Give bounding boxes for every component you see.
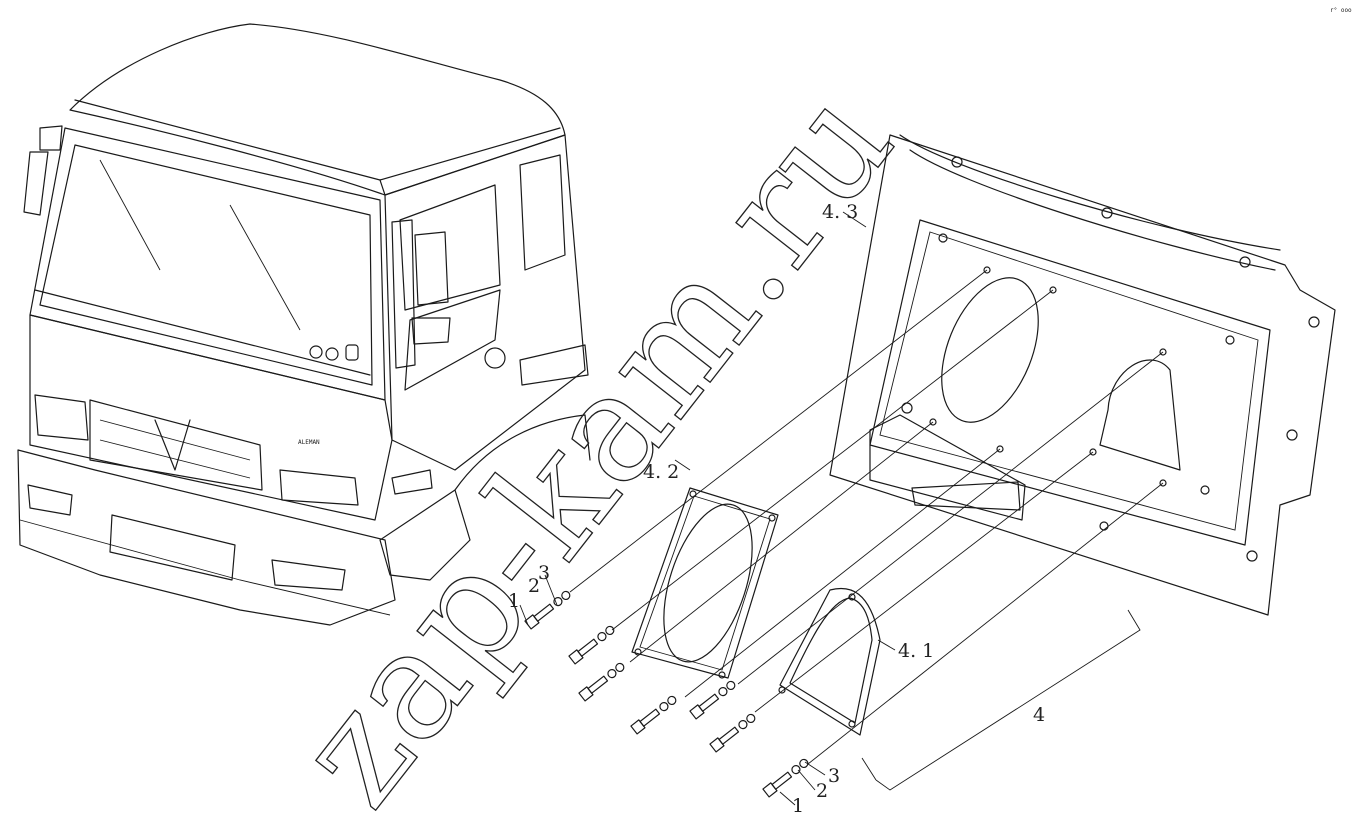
label-2-right: 2 <box>816 780 828 802</box>
watermark: zap-kam.ru <box>263 57 926 826</box>
fastener-bolt-set <box>524 590 809 798</box>
bolt <box>578 662 625 702</box>
label-4-3: 4. 3 <box>822 201 858 223</box>
label-1-right: 1 <box>792 795 804 817</box>
bolt <box>630 695 677 735</box>
gasket-4-2 <box>631 487 779 679</box>
part-labels: 4. 3 4. 2 4. 1 4 1 2 3 1 2 3 r° ooo <box>508 7 1352 817</box>
gasket-4-1 <box>778 587 881 736</box>
corner-mark: r° ooo <box>1330 7 1352 14</box>
label-2-left: 2 <box>528 575 540 597</box>
cab-badge: ALEMAN <box>298 439 320 446</box>
label-3-left: 3 <box>538 562 550 584</box>
bolt <box>689 680 736 720</box>
bolt <box>709 713 756 753</box>
label-4-1: 4. 1 <box>898 640 934 662</box>
assembly-center-lines <box>569 269 1164 765</box>
bolt <box>568 625 615 665</box>
leader-lines <box>519 211 1141 806</box>
truck-cab: ALEMAN <box>17 23 591 626</box>
bolt <box>762 758 809 798</box>
label-4-2: 4. 2 <box>643 461 679 483</box>
label-1-left: 1 <box>508 590 520 612</box>
floor-panel-4-3 <box>829 134 1336 616</box>
label-3-right: 3 <box>828 765 840 787</box>
label-4: 4 <box>1033 704 1045 726</box>
